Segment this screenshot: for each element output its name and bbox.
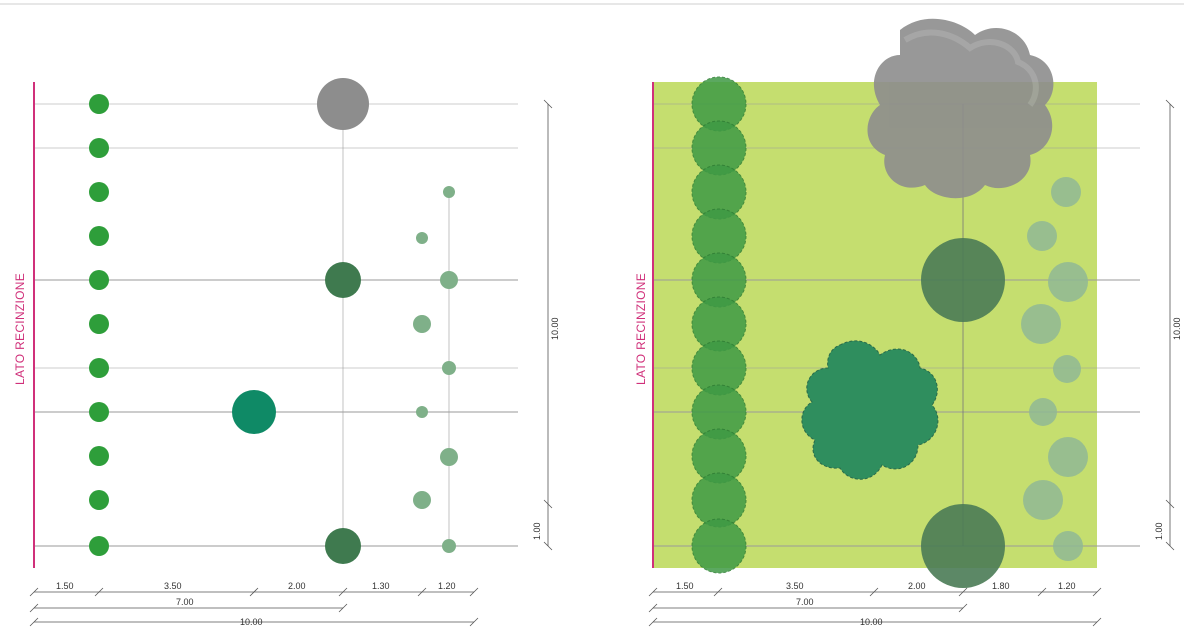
- right-dark-tree-top: [921, 238, 1005, 322]
- hedge-shrub: [89, 490, 109, 510]
- small-shrub: [1023, 480, 1063, 520]
- left-dim-1: 1.50: [56, 581, 74, 591]
- left-dark-tree-bottom: [325, 528, 361, 564]
- left-dark-tree-top: [325, 262, 361, 298]
- left-vertical-small-dim-label: 1.00: [532, 522, 542, 540]
- small-shrub: [1029, 398, 1057, 426]
- right-dim-1: 1.50: [676, 581, 694, 591]
- left-dim-4: 1.30: [372, 581, 390, 591]
- small-shrub: [442, 539, 456, 553]
- small-shrub: [413, 491, 431, 509]
- hedge-shrub: [89, 358, 109, 378]
- small-shrub: [1048, 437, 1088, 477]
- left-hedge-row: [89, 94, 109, 556]
- hedge-shrub: [89, 182, 109, 202]
- left-plan: LATO RECINZIONE 10.00 1.00: [13, 78, 560, 627]
- right-bottom-dimensions: 1.50 3.50 2.00 1.80 1.20 7.00 10.00: [648, 581, 1102, 627]
- small-shrub: [443, 186, 455, 198]
- right-dark-tree-bottom: [921, 504, 1005, 588]
- small-shrub: [1027, 221, 1057, 251]
- right-dim-3: 2.00: [908, 581, 926, 591]
- left-dim-2: 3.50: [164, 581, 182, 591]
- right-teal-tree: [801, 340, 939, 480]
- right-vertical-dim-label: 10.00: [1172, 317, 1182, 340]
- hedge-shrub: [89, 536, 109, 556]
- hedge-shrub: [89, 226, 109, 246]
- left-bottom-dimensions: 1.50 3.50 2.00 1.30 1.20 7.00 10.00: [29, 581, 479, 627]
- hedge-shrub: [89, 138, 109, 158]
- small-shrub: [1053, 531, 1083, 561]
- small-shrub: [1048, 262, 1088, 302]
- hedge-shrub: [89, 402, 109, 422]
- left-side-label: LATO RECINZIONE: [13, 273, 27, 385]
- small-shrub: [416, 232, 428, 244]
- right-total-dim: 10.00: [860, 617, 883, 627]
- left-dim-3: 2.00: [288, 581, 306, 591]
- left-shrub-rows: [413, 186, 458, 553]
- right-hedge-row: [691, 76, 747, 574]
- small-shrub: [440, 448, 458, 466]
- small-shrub: [416, 406, 428, 418]
- left-total-dim: 10.00: [240, 617, 263, 627]
- left-vertical-dimension: 10.00 1.00: [532, 99, 560, 551]
- hedge-shrub: [89, 314, 109, 334]
- right-subtotal-dim: 7.00: [796, 597, 814, 607]
- right-grey-tree: [867, 18, 1054, 199]
- hedge-shrub: [89, 94, 109, 114]
- small-shrub: [442, 361, 456, 375]
- left-vertical-dim-label: 10.00: [550, 317, 560, 340]
- small-shrub: [413, 315, 431, 333]
- left-teal-tree: [232, 390, 276, 434]
- hedge-shrub: [691, 518, 747, 574]
- hedge-shrub: [89, 446, 109, 466]
- small-shrub: [1021, 304, 1061, 344]
- right-plan: LATO RECINZIONE 10.00 1.00: [634, 18, 1182, 627]
- right-dim-2: 3.50: [786, 581, 804, 591]
- right-vertical-small-dim-label: 1.00: [1154, 522, 1164, 540]
- hedge-shrub: [89, 270, 109, 290]
- right-dim-5: 1.20: [1058, 581, 1076, 591]
- right-side-label: LATO RECINZIONE: [634, 273, 648, 385]
- left-grey-tree: [317, 78, 369, 130]
- right-vertical-dimension: 10.00 1.00: [1154, 99, 1182, 551]
- small-shrub: [1053, 355, 1081, 383]
- left-subtotal-dim: 7.00: [176, 597, 194, 607]
- right-dim-4: 1.80: [992, 581, 1010, 591]
- right-shrub-rows: [1021, 177, 1088, 561]
- left-dim-5: 1.20: [438, 581, 456, 591]
- small-shrub: [1051, 177, 1081, 207]
- small-shrub: [440, 271, 458, 289]
